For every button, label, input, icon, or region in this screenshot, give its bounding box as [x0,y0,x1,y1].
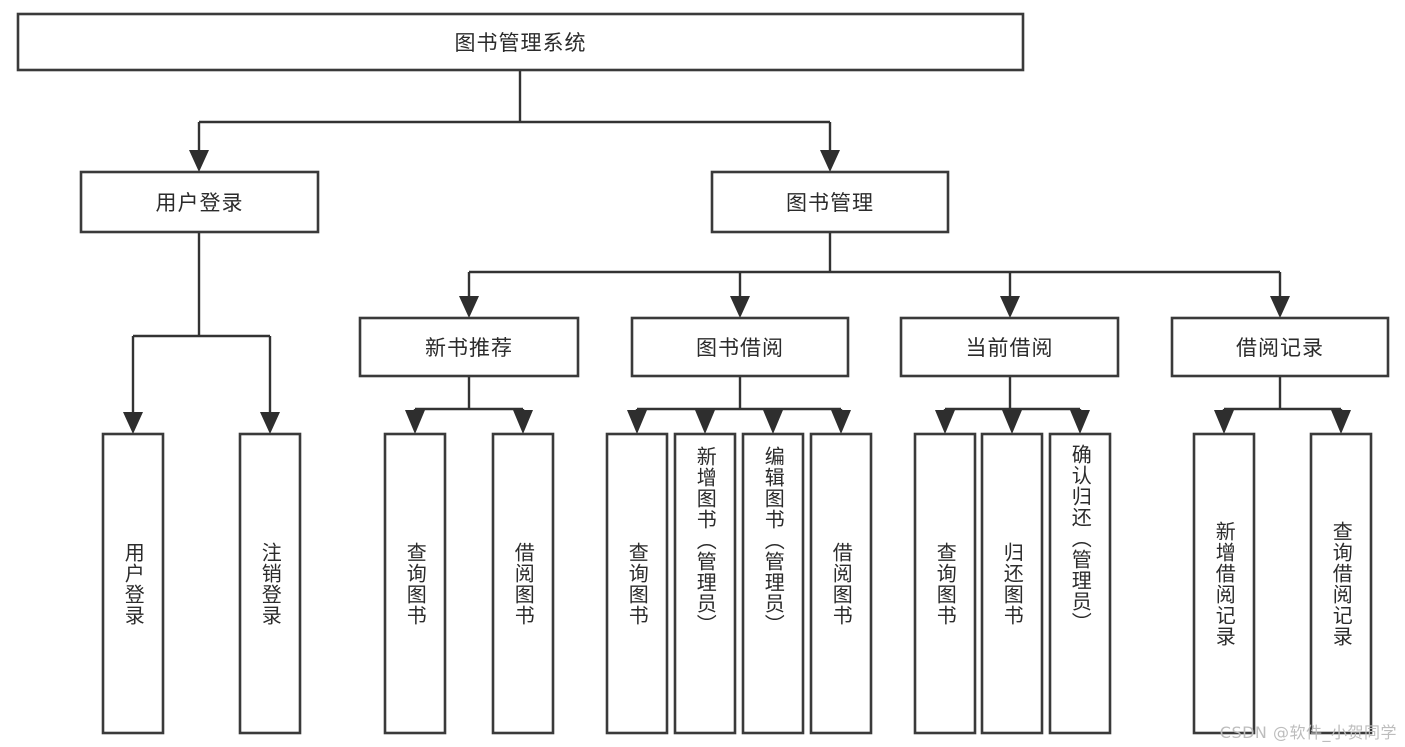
node-box-borrow-record[interactable] [1170,316,1390,378]
node-box-leaf-user-login[interactable] [101,432,165,735]
arrowhead-leaf-add-borrow-record [1214,410,1234,434]
node-box-leaf-query-book-2[interactable] [605,432,669,735]
arrowhead-leaf-add-book-admin [695,410,715,434]
node-box-leaf-query-book-3[interactable] [913,432,977,735]
arrowhead-leaf-borrow-book-2 [831,410,851,434]
arrowhead-leaf-return-book [1002,410,1022,434]
arrowhead-leaf-logout-login [260,412,280,434]
arrowhead-leaf-confirm-return-admin [1070,410,1090,434]
node-box-book-borrow[interactable] [630,316,850,378]
arrowhead-leaf-query-borrow-record [1331,410,1351,434]
node-box-leaf-query-book-1[interactable] [383,432,447,735]
node-layer [16,12,1390,735]
node-box-leaf-query-borrow-record[interactable] [1309,432,1373,735]
node-box-new-book-recommend[interactable] [358,316,580,378]
node-box-leaf-borrow-book-1[interactable] [491,432,555,735]
arrowhead-leaf-query-book-3 [935,410,955,434]
node-box-root[interactable] [16,12,1025,72]
node-box-current-borrow[interactable] [899,316,1120,378]
arrowhead-book-manage [820,150,840,172]
arrowhead-leaf-borrow-book-1 [513,410,533,434]
connector-layer [123,70,1351,434]
arrowhead-user-login [189,150,209,172]
node-box-leaf-add-book-admin[interactable] [673,432,737,735]
arrowhead-leaf-query-book-2 [627,410,647,434]
arrowhead-leaf-user-login [123,412,143,434]
node-box-leaf-add-borrow-record[interactable] [1192,432,1256,735]
arrowhead-leaf-query-book-1 [405,410,425,434]
arrowhead-leaf-edit-book-admin [763,410,783,434]
node-box-leaf-return-book[interactable] [980,432,1044,735]
arrowhead-borrow-record [1270,296,1290,318]
node-box-book-manage[interactable] [710,170,950,234]
node-box-leaf-confirm-return-admin[interactable] [1048,432,1112,735]
node-box-leaf-borrow-book-2[interactable] [809,432,873,735]
arrowhead-new-book-recommend [459,296,479,318]
node-box-leaf-logout-login[interactable] [238,432,302,735]
node-box-user-login[interactable] [79,170,320,234]
arrowhead-current-borrow [1000,296,1020,318]
node-box-leaf-edit-book-admin[interactable] [741,432,805,735]
arrowhead-book-borrow [730,296,750,318]
watermark-text: CSDN @软件_小贺同学 [1219,723,1397,742]
